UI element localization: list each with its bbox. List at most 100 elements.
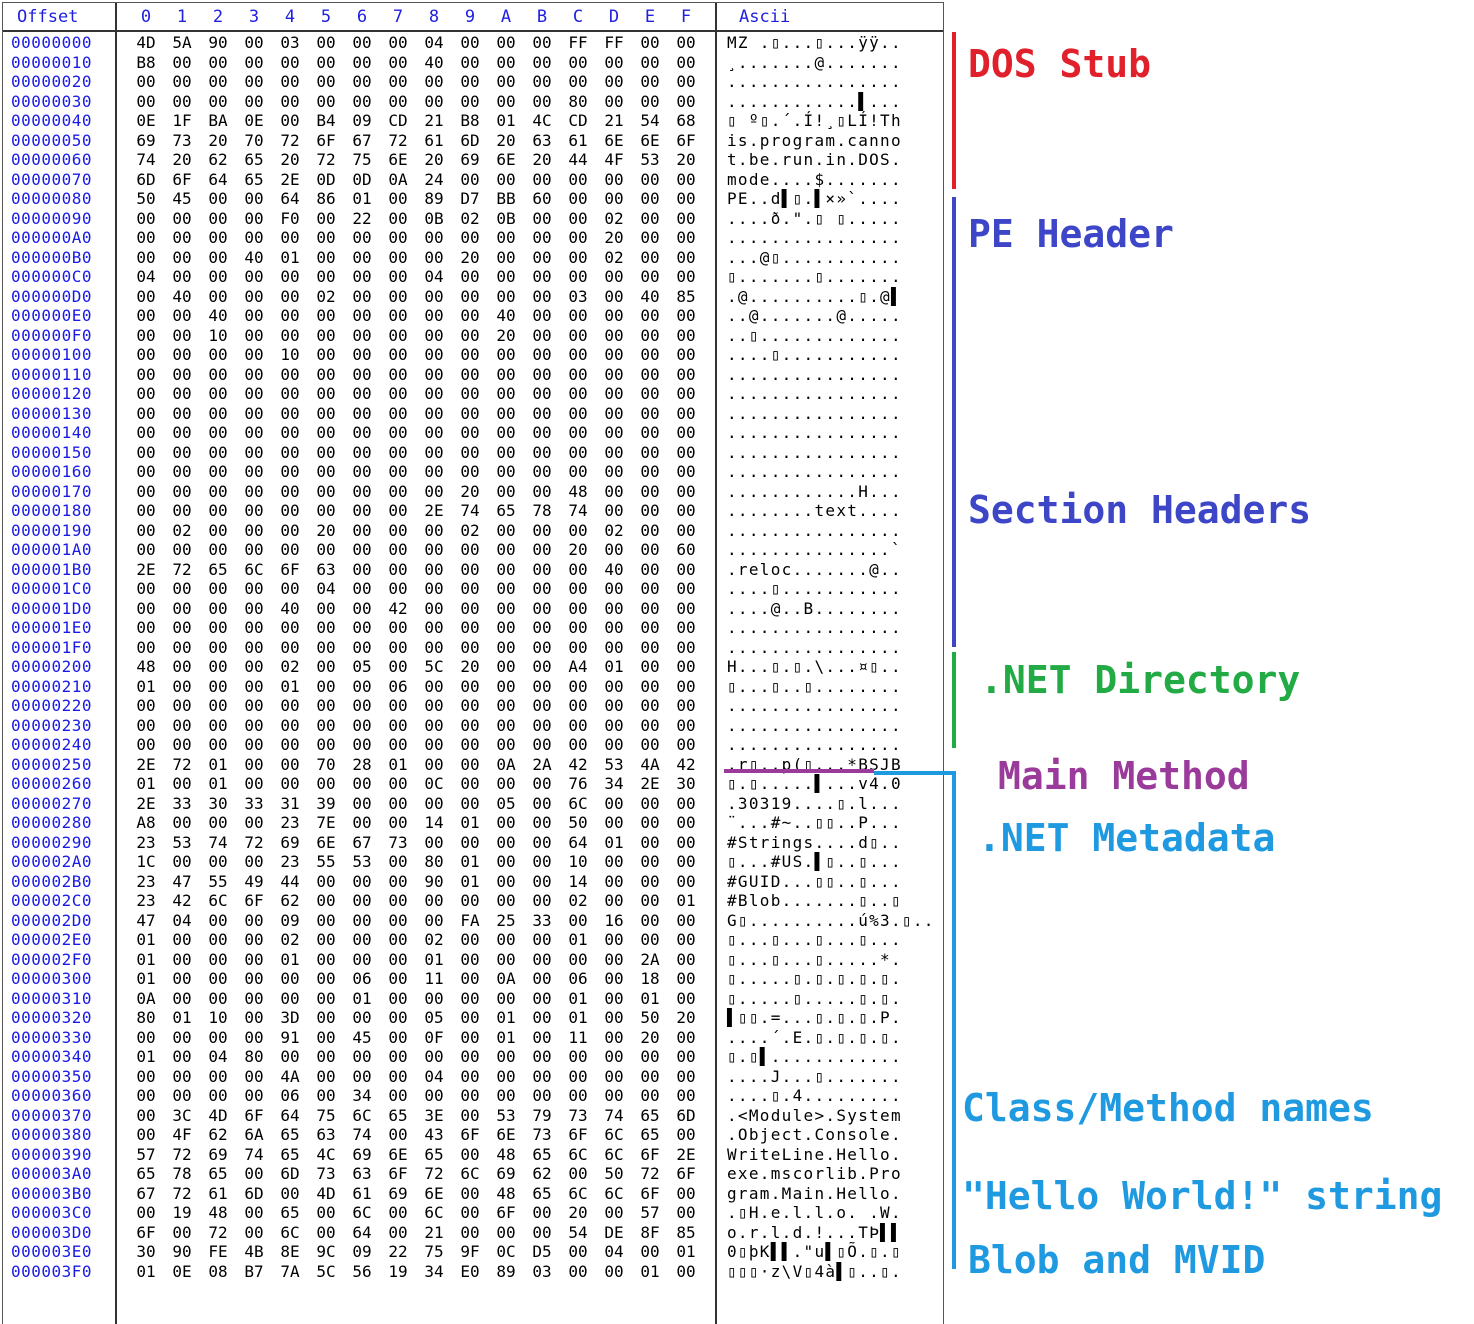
hex-byte[interactable]: 00	[352, 33, 372, 52]
hex-byte[interactable]: 00	[136, 228, 156, 247]
hex-byte[interactable]: B8	[136, 52, 156, 72]
hex-byte[interactable]: 00	[136, 481, 156, 501]
hex-byte[interactable]: 72	[640, 1164, 660, 1183]
hex-byte[interactable]: 00	[388, 442, 408, 462]
hex-byte[interactable]: 00	[424, 735, 444, 754]
hex-byte[interactable]: 00	[568, 1086, 588, 1105]
hex-byte[interactable]: 00	[136, 715, 156, 735]
hex-byte[interactable]: 0A	[388, 169, 408, 189]
hex-byte[interactable]: FE	[208, 1242, 228, 1261]
hex-byte[interactable]: 02	[316, 286, 336, 306]
hex-byte[interactable]: 19	[388, 1261, 408, 1281]
hex-byte[interactable]: 00	[532, 696, 552, 715]
hex-byte[interactable]: 00	[388, 520, 408, 540]
hex-byte[interactable]: 90	[208, 33, 228, 52]
hex-byte[interactable]: 00	[460, 1027, 480, 1047]
hex-byte[interactable]: 00	[208, 910, 228, 930]
hex-byte[interactable]: 00	[280, 969, 300, 988]
hex-byte[interactable]: 00	[604, 364, 624, 384]
hex-byte[interactable]: 00	[532, 618, 552, 637]
hex-byte[interactable]: 42	[568, 754, 588, 774]
hex-byte[interactable]: 00	[280, 579, 300, 598]
hex-byte[interactable]: 00	[604, 325, 624, 345]
hex-byte[interactable]: 00	[388, 423, 408, 442]
hex-byte[interactable]: 00	[208, 267, 228, 286]
hex-byte[interactable]: 00	[532, 598, 552, 618]
hex-byte[interactable]: 00	[676, 423, 696, 442]
hex-byte[interactable]: 20	[316, 520, 336, 540]
hex-byte[interactable]: 00	[388, 228, 408, 247]
hex-byte[interactable]: 00	[280, 111, 300, 130]
hex-byte[interactable]: 00	[640, 72, 660, 91]
hex-byte[interactable]: 00	[388, 969, 408, 988]
hex-byte[interactable]: 00	[676, 676, 696, 696]
hex-byte[interactable]: 00	[352, 715, 372, 735]
hex-byte[interactable]: 00	[172, 91, 192, 111]
hex-byte[interactable]: 00	[316, 345, 336, 364]
hex-byte[interactable]: 00	[496, 403, 516, 423]
hex-byte[interactable]: 10	[208, 1008, 228, 1027]
hex-byte[interactable]: CD	[388, 111, 408, 130]
row-ascii[interactable]: #Strings....d▯..	[727, 832, 902, 852]
hex-byte[interactable]: 00	[676, 403, 696, 423]
hex-byte[interactable]: 4F	[604, 150, 624, 169]
hex-byte[interactable]: 01	[208, 754, 228, 774]
hex-byte[interactable]: 00	[460, 598, 480, 618]
hex-byte[interactable]: 00	[316, 969, 336, 988]
hex-byte[interactable]: 9F	[460, 1242, 480, 1261]
hex-byte[interactable]: 00	[316, 52, 336, 72]
hex-byte[interactable]: 00	[388, 286, 408, 306]
hex-byte[interactable]: 00	[208, 735, 228, 754]
hex-byte[interactable]: 00	[352, 871, 372, 891]
hex-byte[interactable]: 00	[532, 306, 552, 325]
hex-byte[interactable]: 00	[604, 598, 624, 618]
hex-byte[interactable]: 00	[208, 247, 228, 267]
hex-byte[interactable]: 00	[280, 442, 300, 462]
hex-byte[interactable]: 02	[280, 930, 300, 949]
hex-byte[interactable]: 00	[388, 540, 408, 559]
hex-byte[interactable]: 6E	[388, 1144, 408, 1164]
hex-byte[interactable]: 00	[640, 91, 660, 111]
hex-byte[interactable]: 67	[352, 832, 372, 852]
hex-byte[interactable]: 00	[676, 442, 696, 462]
hex-byte[interactable]: 00	[424, 384, 444, 403]
hex-byte[interactable]: 34	[352, 1086, 372, 1105]
hex-byte[interactable]: 00	[676, 1203, 696, 1222]
hex-byte[interactable]: 00	[316, 637, 336, 657]
hex-byte[interactable]: 00	[244, 969, 264, 988]
hex-byte[interactable]: 00	[424, 676, 444, 696]
hex-byte[interactable]: 00	[388, 891, 408, 910]
hex-byte[interactable]: 00	[172, 949, 192, 969]
hex-byte[interactable]: 54	[568, 1222, 588, 1242]
hex-byte[interactable]: 00	[352, 774, 372, 793]
hex-byte[interactable]: 00	[352, 423, 372, 442]
hex-byte[interactable]: 00	[172, 696, 192, 715]
hex-byte[interactable]: 00	[640, 598, 660, 618]
hex-byte[interactable]: 10	[568, 852, 588, 871]
hex-byte[interactable]: 65	[388, 1105, 408, 1125]
hex-byte[interactable]: 00	[388, 189, 408, 208]
hex-byte[interactable]: 23	[136, 871, 156, 891]
hex-byte[interactable]: 0A	[496, 969, 516, 988]
hex-byte[interactable]: 6E	[604, 130, 624, 150]
hex-byte[interactable]: 00	[316, 774, 336, 793]
hex-byte[interactable]: 01	[604, 832, 624, 852]
hex-byte[interactable]: 14	[568, 871, 588, 891]
hex-byte[interactable]: 45	[352, 1027, 372, 1047]
hex-byte[interactable]: 00	[604, 1086, 624, 1105]
hex-byte[interactable]: 53	[604, 754, 624, 774]
hex-byte[interactable]: 00	[172, 618, 192, 637]
hex-byte[interactable]: 00	[424, 891, 444, 910]
hex-byte[interactable]: 00	[532, 969, 552, 988]
hex-byte[interactable]: 00	[460, 754, 480, 774]
row-ascii[interactable]: MZ .▯...▯...ÿÿ..	[727, 33, 902, 52]
hex-byte[interactable]: 23	[136, 832, 156, 852]
hex-byte[interactable]: 00	[352, 306, 372, 325]
hex-byte[interactable]: 00	[460, 442, 480, 462]
hex-byte[interactable]: 6E	[496, 150, 516, 169]
hex-byte[interactable]: 00	[604, 1261, 624, 1281]
hex-byte[interactable]: 21	[604, 111, 624, 130]
hex-byte[interactable]: 50	[640, 1008, 660, 1027]
hex-byte[interactable]: 00	[172, 930, 192, 949]
hex-byte[interactable]: 00	[388, 1203, 408, 1222]
